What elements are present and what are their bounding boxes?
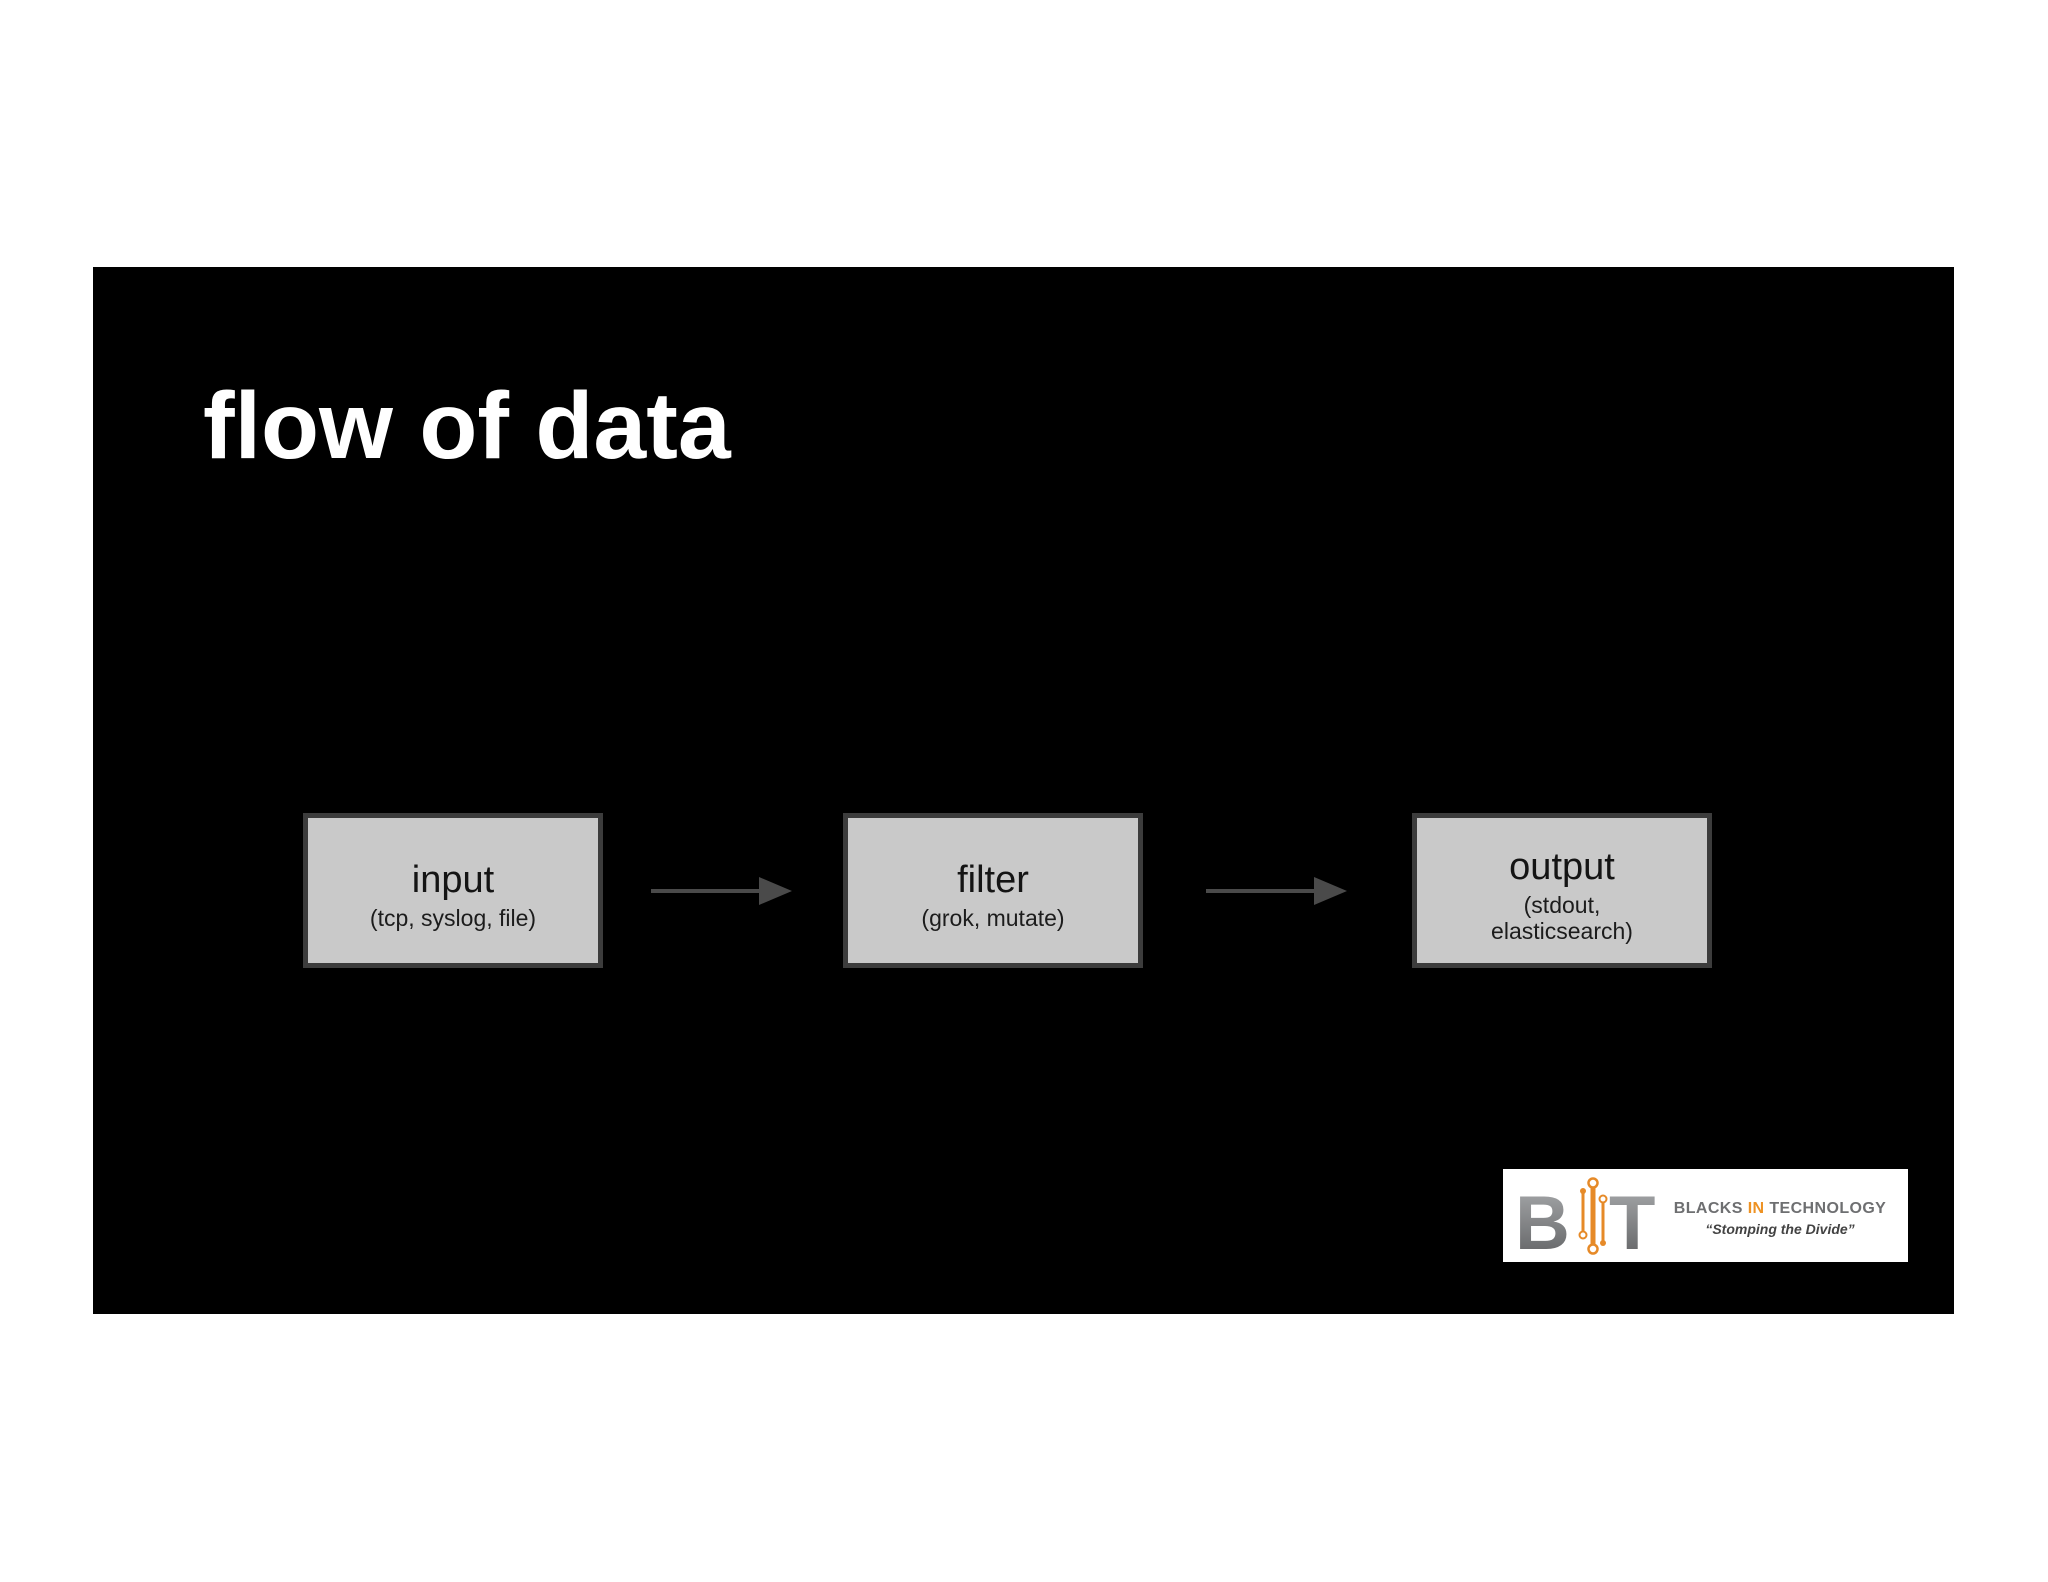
slide-canvas: flow of data input (tcp, syslog, file) f… xyxy=(93,267,1954,1314)
logo-letter-t: T xyxy=(1609,1181,1655,1257)
node-output-label: output xyxy=(1509,846,1615,889)
node-input: input (tcp, syslog, file) xyxy=(303,813,603,968)
logo-text-block: BLACKS IN TECHNOLOGY “Stomping the Divid… xyxy=(1661,1200,1899,1237)
node-filter: filter (grok, mutate) xyxy=(843,813,1143,968)
node-filter-sublabel: (grok, mutate) xyxy=(921,904,1065,931)
logo-name-in: IN xyxy=(1747,1200,1765,1217)
slide-title: flow of data xyxy=(203,373,731,479)
circuit-i-icon xyxy=(1578,1177,1608,1255)
logo-name: BLACKS IN TECHNOLOGY xyxy=(1661,1200,1899,1218)
flow-arrow-icon xyxy=(1206,877,1347,905)
node-input-label: input xyxy=(411,859,495,902)
node-filter-label: filter xyxy=(957,859,1029,902)
logo-tagline: “Stomping the Divide” xyxy=(1705,1221,1855,1237)
logo-letter-b: B xyxy=(1515,1181,1570,1257)
logo-name-blacks: BLACKS xyxy=(1673,1200,1743,1217)
bit-logo: B T BLACKS IN xyxy=(1503,1169,1908,1262)
flow-arrow-icon xyxy=(651,877,792,905)
node-output-sublabel: (stdout, elasticsearch) xyxy=(1491,892,1633,944)
logo-name-technology: TECHNOLOGY xyxy=(1769,1200,1887,1217)
node-input-sublabel: (tcp, syslog, file) xyxy=(369,904,537,931)
bit-mark-icon: B T xyxy=(1515,1177,1655,1257)
node-output: output (stdout, elasticsearch) xyxy=(1412,813,1712,968)
